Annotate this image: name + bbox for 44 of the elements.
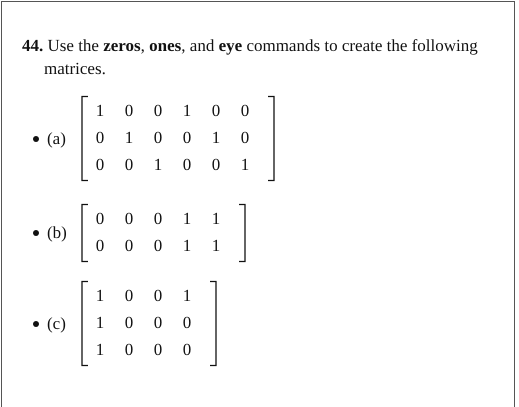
matrix-entry: 1 (210, 128, 222, 148)
matrix-entry: 0 (152, 340, 164, 360)
matrix-entry: 1 (182, 101, 192, 121)
matrix-entry: 1 (94, 286, 106, 306)
matrix-entry: 0 (152, 313, 164, 333)
matrix-entry: 0 (240, 128, 250, 148)
matrix-entry: 0 (210, 155, 222, 175)
matrix-entry: 0 (152, 286, 164, 306)
matrix-entry: 0 (152, 128, 164, 148)
matrix-entry: 0 (210, 101, 222, 121)
matrix-entry: 0 (124, 155, 134, 175)
matrix-entry: 0 (124, 209, 134, 229)
matrix-entry: 0 (152, 209, 164, 229)
matrix-entry: 0 (124, 340, 134, 360)
matrix-entry: 1 (94, 313, 106, 333)
matrix-entry: 0 (152, 236, 164, 256)
matrix-entry: 0 (124, 101, 134, 121)
item-label: (b) (47, 223, 67, 243)
matrix-entry: 0 (124, 313, 134, 333)
matrix-entry: 0 (240, 101, 250, 121)
item-label: (a) (47, 128, 66, 148)
matrix-entry: 1 (240, 155, 250, 175)
matrix-entry: 1 (210, 236, 222, 256)
matrix-entry: 0 (182, 340, 192, 360)
matrix-entry: 1 (152, 155, 164, 175)
matrix-entry: 1 (210, 209, 222, 229)
matrix-entry: 0 (94, 128, 106, 148)
matrix-entry: 0 (182, 155, 192, 175)
matrix-entry: 0 (124, 236, 134, 256)
matrix-entry: 1 (182, 236, 192, 256)
matrix-entry: 0 (94, 236, 106, 256)
matrix-entry: 0 (94, 155, 106, 175)
exercise-text: 44. Use the zeros, ones, and eye commands to create the following matrices. (22, 35, 479, 80)
matrix-entry: 0 (124, 286, 134, 306)
matrix-entry: 0 (152, 101, 164, 121)
matrix-entry: 1 (182, 209, 192, 229)
matrix-entry: 0 (182, 313, 192, 333)
matrix-entry: 0 (182, 128, 192, 148)
matrix-entry: 1 (124, 128, 134, 148)
matrix-entry: 1 (94, 101, 106, 121)
matrix-entry: 1 (182, 286, 192, 306)
matrix-entry: 1 (94, 340, 106, 360)
item-label: (c) (47, 314, 66, 334)
matrix-entry: 0 (94, 209, 106, 229)
